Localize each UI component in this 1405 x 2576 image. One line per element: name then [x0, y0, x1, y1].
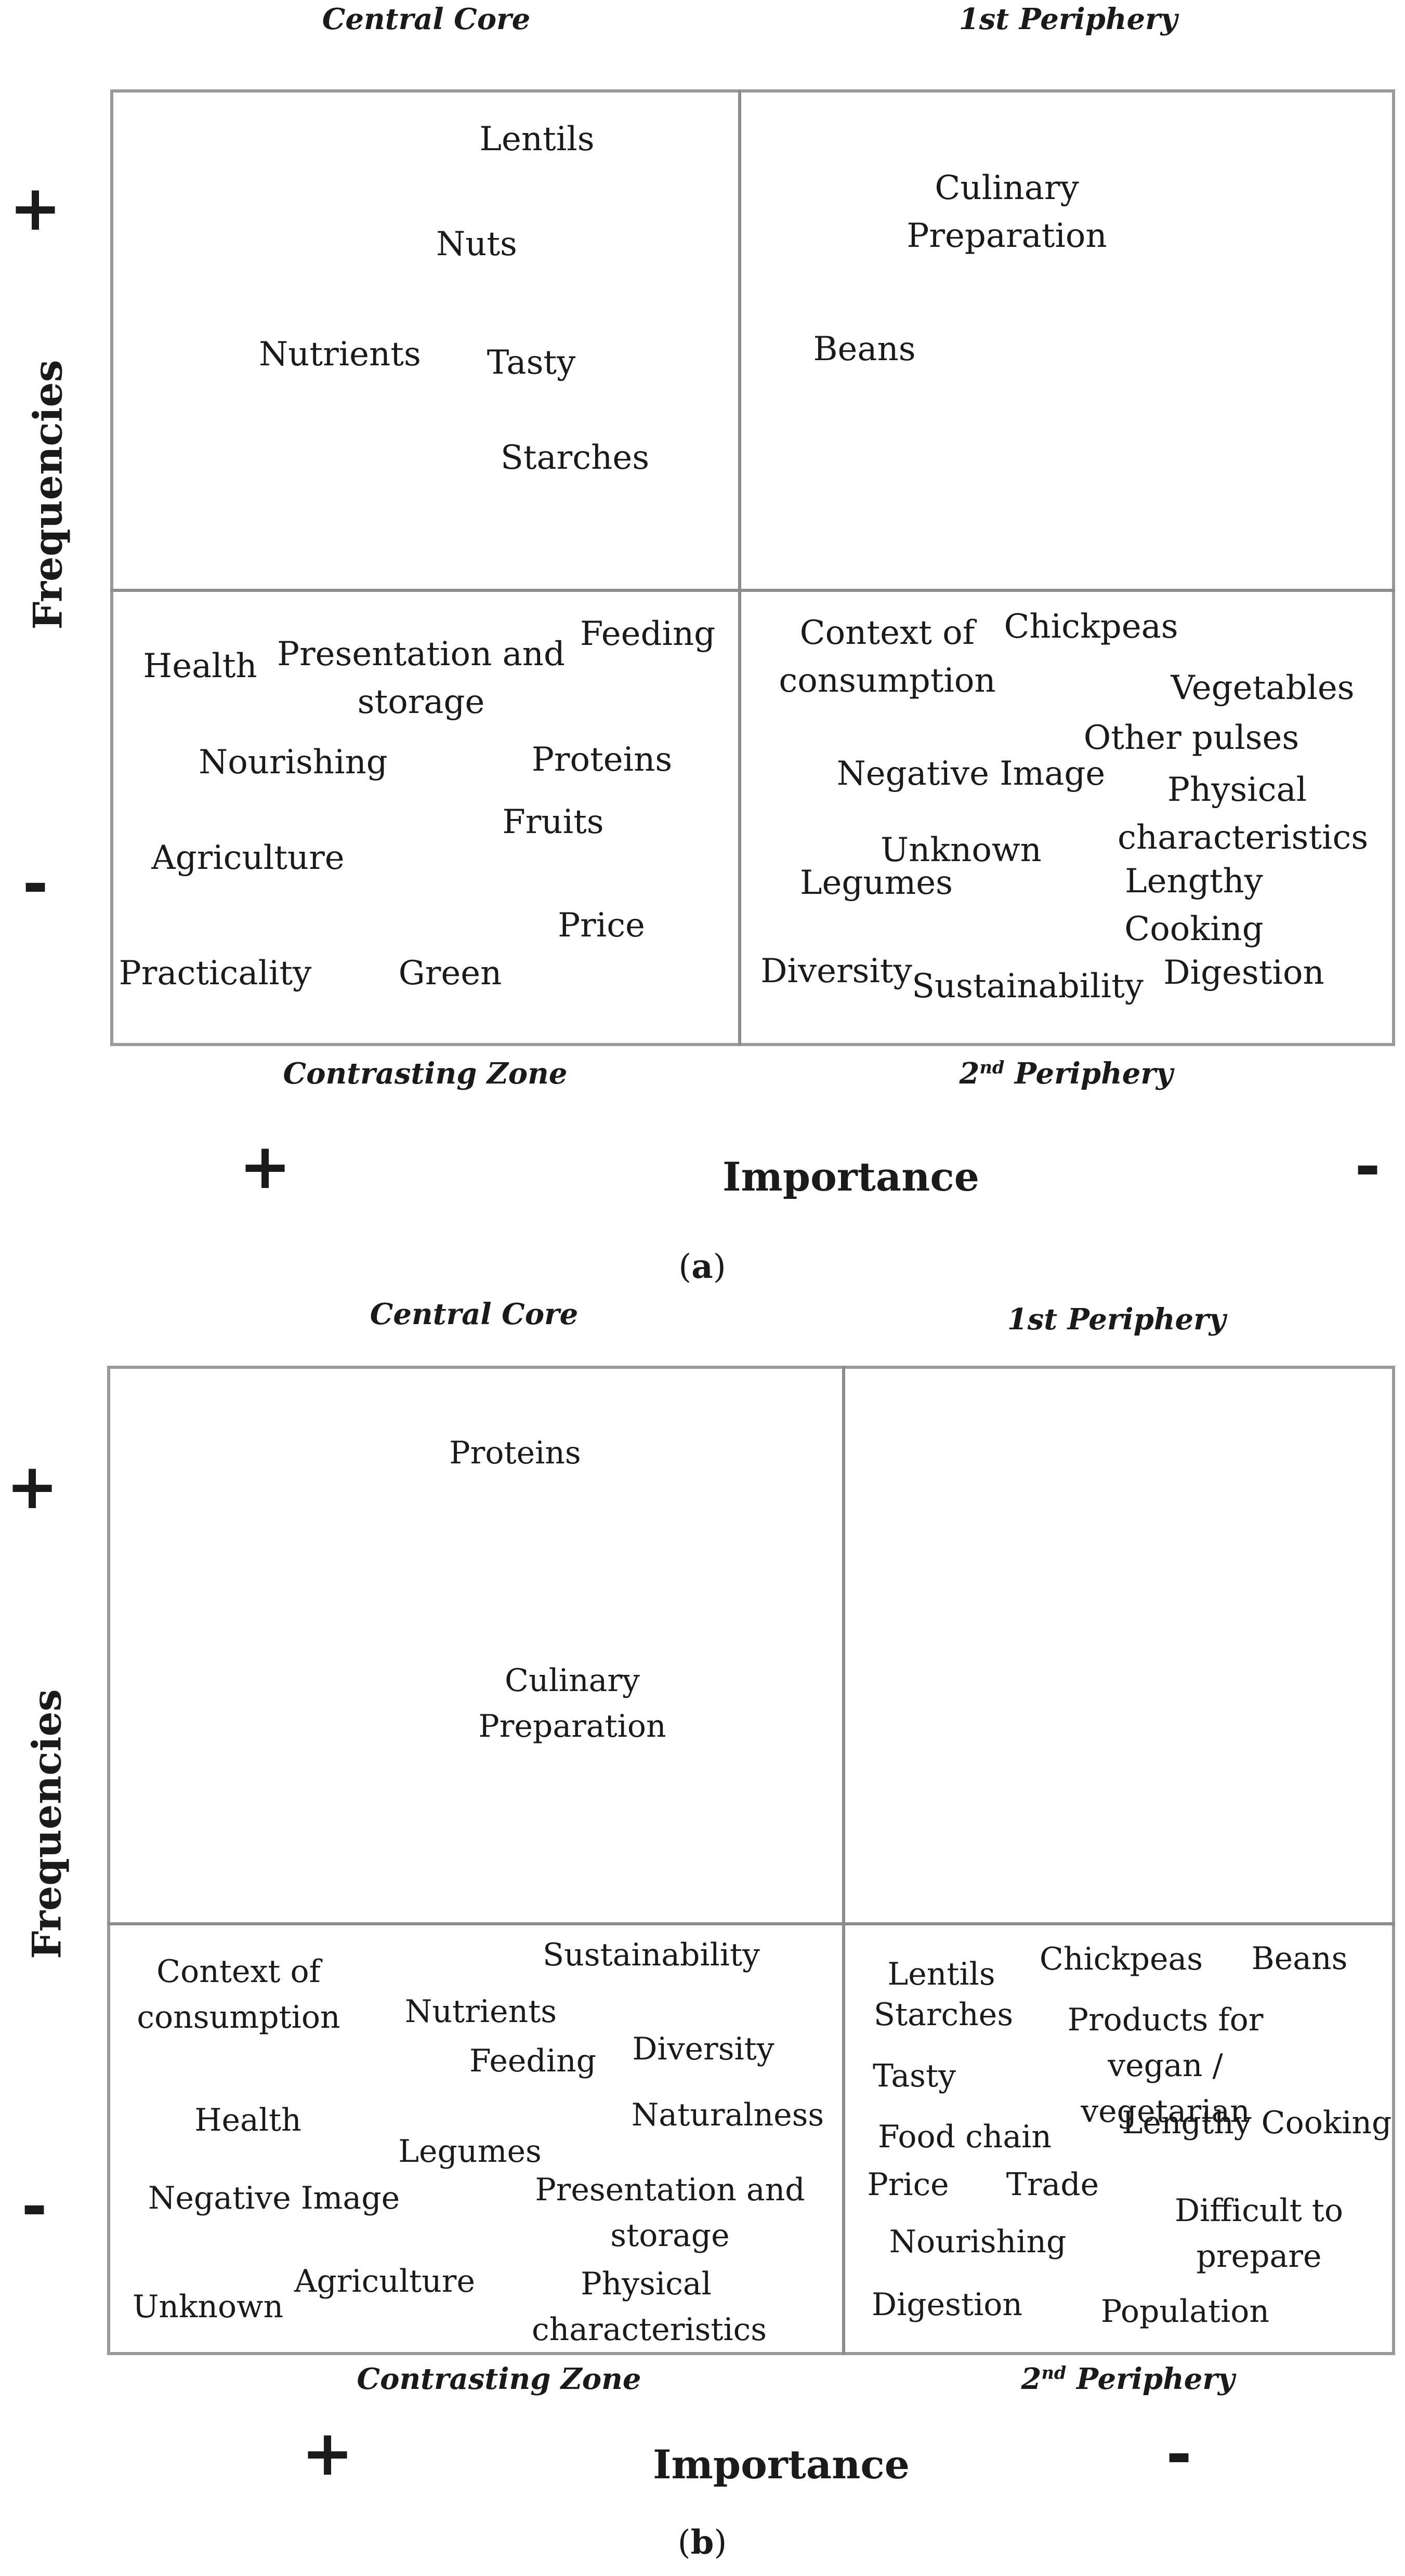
term-sustainability: Sustainability	[542, 1937, 760, 1973]
x-axis-label: Importance	[652, 2441, 910, 2488]
y-minus-sign: -	[21, 2171, 47, 2243]
caption-close: )	[714, 2524, 727, 2562]
term-unknown: Unknown	[881, 831, 1042, 869]
caption-letter: a	[691, 1247, 713, 1286]
second-periphery-num: 2	[1021, 2362, 1042, 2396]
term-diversity: Diversity	[760, 952, 912, 990]
term-diversity: Diversity	[632, 2031, 774, 2067]
term-feeding: Feeding	[580, 615, 716, 653]
term-beans: Beans	[813, 330, 916, 368]
term-negative-image: Negative Image	[836, 755, 1106, 793]
term-digestion: Digestion	[871, 2287, 1023, 2323]
term-physical-characteristics: Physical characteristics	[1118, 771, 1369, 857]
term-starches: Starches	[500, 439, 650, 477]
term-health: Health	[143, 647, 257, 685]
term-food-chain: Food chain	[878, 2119, 1052, 2155]
term-lentils: Lentils	[479, 120, 595, 158]
term-tasty: Tasty	[487, 344, 576, 382]
second-periphery-rest: Periphery	[1066, 2362, 1235, 2396]
second-periphery-sup: nd	[979, 1056, 1005, 1078]
x-minus-sign: -	[1355, 1131, 1381, 1203]
caption-letter: b	[690, 2523, 714, 2562]
term-fruits: Fruits	[502, 803, 604, 841]
second-periphery-rest: Periphery	[1004, 1056, 1173, 1091]
central-core-title: Central Core	[322, 2, 531, 36]
first-periphery-title: 1st Periphery	[1007, 1302, 1226, 1337]
term-other-pulses: Other pulses	[1083, 719, 1299, 757]
horizontal-divider	[110, 589, 1395, 592]
term-chickpeas: Chickpeas	[1004, 607, 1178, 646]
term-presentation-storage: Presentation and storage	[277, 635, 565, 721]
term-nourishing: Nourishing	[199, 743, 388, 782]
x-plus-sign: +	[301, 2418, 354, 2490]
term-culinary-preparation: Culinary Preparation	[478, 1662, 666, 1745]
caption-close: )	[713, 1248, 726, 1286]
term-green: Green	[398, 954, 502, 993]
term-physical-characteristics: Physical characteristics	[532, 2266, 767, 2348]
panel-caption: (b)	[678, 2523, 727, 2562]
term-beans: Beans	[1251, 1940, 1348, 1977]
second-periphery-num: 2	[959, 1056, 980, 1091]
term-products-vegan-vegetarian: Products for vegan / vegetarian	[1067, 2002, 1264, 2130]
term-feeding: Feeding	[469, 2043, 597, 2079]
term-lengthy-cooking: Lengthy Cooking	[1122, 2105, 1392, 2141]
term-sustainability: Sustainability	[912, 967, 1144, 1006]
central-core-title: Central Core	[370, 1297, 579, 1331]
second-periphery-title: 2nd Periphery	[1021, 2362, 1235, 2396]
vertical-divider	[738, 89, 741, 1046]
term-naturalness: Naturalness	[631, 2097, 824, 2133]
first-periphery-title: 1st Periphery	[958, 2, 1178, 36]
term-difficult-to-prepare: Difficult to prepare	[1175, 2192, 1343, 2275]
y-plus-sign: +	[6, 1451, 59, 1523]
term-context-of-consumption: Context of consumption	[137, 1953, 340, 2036]
term-culinary-preparation: Culinary Preparation	[907, 169, 1107, 255]
x-axis-label: Importance	[722, 1154, 980, 1200]
quadrant-grid	[110, 89, 1395, 1046]
second-periphery-sup: nd	[1041, 2362, 1067, 2383]
term-digestion: Digestion	[1163, 954, 1324, 992]
contrasting-zone-title: Contrasting Zone	[283, 1056, 568, 1091]
term-nutrients: Nutrients	[259, 335, 421, 374]
term-agriculture: Agriculture	[294, 2263, 475, 2300]
term-proteins: Proteins	[531, 741, 673, 779]
caption-open: (	[678, 1248, 692, 1286]
term-negative-image: Negative Image	[148, 2180, 400, 2216]
term-presentation-storage: Presentation and storage	[535, 2172, 805, 2254]
term-vegetables: Vegetables	[1171, 669, 1355, 707]
term-nourishing: Nourishing	[889, 2224, 1067, 2260]
term-price: Price	[558, 906, 645, 945]
term-chickpeas: Chickpeas	[1039, 1941, 1203, 1977]
x-minus-sign: -	[1166, 2419, 1192, 2491]
term-context-of-consumption: Context of consumption	[779, 614, 996, 700]
caption-open: (	[677, 2524, 691, 2562]
term-unknown: Unknown	[132, 2289, 284, 2325]
term-population: Population	[1100, 2293, 1270, 2330]
x-plus-sign: +	[239, 1131, 292, 1203]
term-practicality: Practicality	[119, 954, 312, 993]
term-lentils: Lentils	[887, 1956, 995, 1992]
term-nutrients: Nutrients	[404, 1993, 557, 2030]
horizontal-divider	[107, 1922, 1395, 1925]
term-tasty: Tasty	[873, 2058, 956, 2094]
quadrant-grid	[107, 1366, 1395, 2355]
term-proteins: Proteins	[449, 1435, 581, 1471]
y-minus-sign: -	[22, 848, 48, 920]
panel-caption: (a)	[678, 1247, 726, 1286]
y-axis-label: Frequencies	[24, 360, 71, 630]
term-agriculture: Agriculture	[151, 839, 345, 877]
contrasting-zone-title: Contrasting Zone	[357, 2362, 641, 2396]
vertical-divider	[842, 1366, 845, 2355]
term-trade: Trade	[1006, 2167, 1099, 2203]
term-lengthy-cooking: Lengthy Cooking	[1124, 862, 1264, 948]
term-price: Price	[867, 2167, 949, 2203]
second-periphery-title: 2nd Periphery	[960, 1056, 1173, 1091]
term-legumes: Legumes	[800, 864, 953, 902]
y-plus-sign: +	[9, 173, 62, 245]
term-nuts: Nuts	[436, 225, 517, 263]
term-health: Health	[194, 2102, 301, 2138]
term-starches: Starches	[873, 1997, 1014, 2033]
term-legumes: Legumes	[398, 2133, 542, 2170]
y-axis-label: Frequencies	[23, 1689, 70, 1959]
